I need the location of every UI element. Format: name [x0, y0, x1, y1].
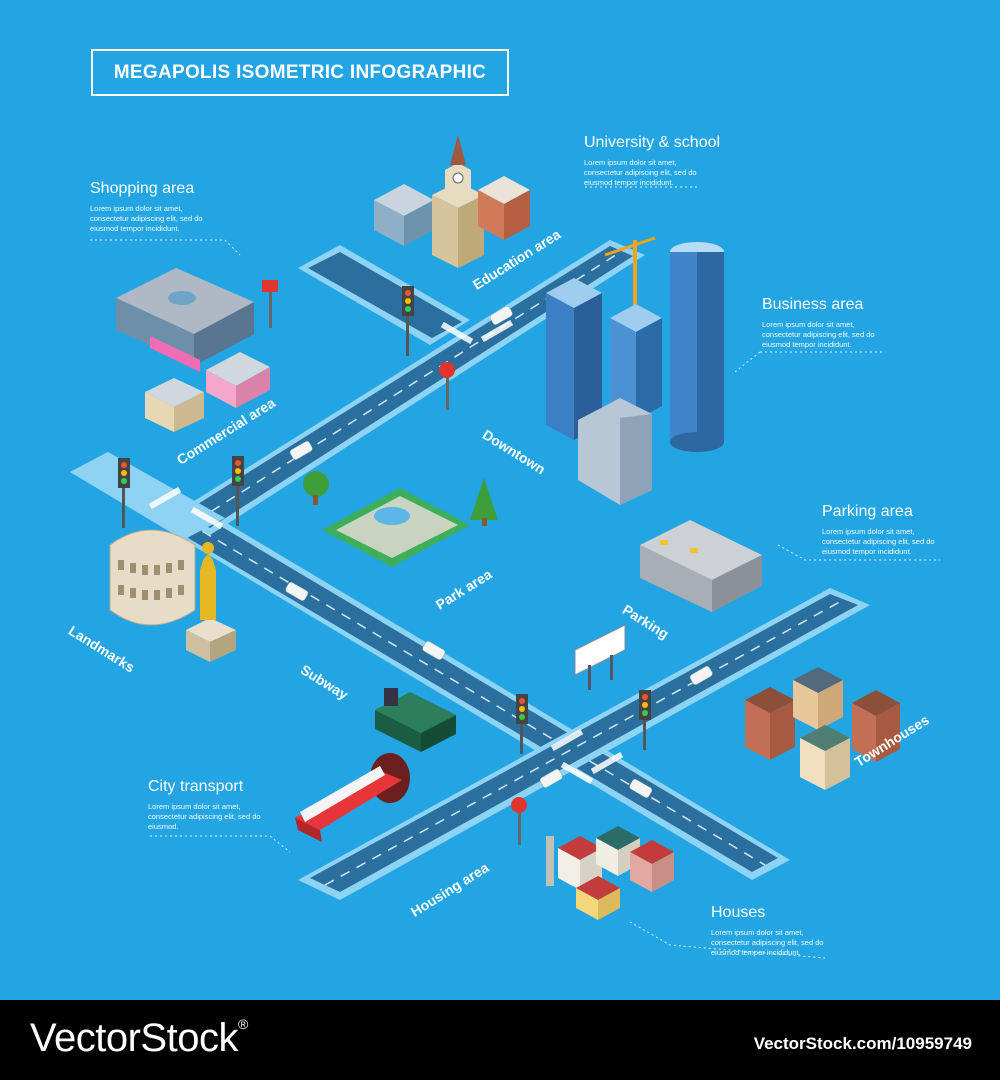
houses [546, 826, 674, 920]
footer-bar: VectorStock® VectorStock.com/10959749 [0, 1000, 1000, 1080]
callout-university: University & school Lorem ipsum dolor si… [584, 134, 720, 188]
brand-registered-mark: ® [237, 1016, 248, 1032]
callout-shopping-title: Shopping area [90, 180, 195, 197]
callout-parking-text: Lorem ipsum dolor sit amet, consectetur … [822, 527, 935, 556]
callout-parking: Parking area Lorem ipsum dolor sit amet,… [822, 503, 947, 557]
road-main-diagonal [70, 452, 790, 880]
crosswalks [148, 319, 624, 785]
callout-houses-title: Houses [711, 904, 766, 921]
callout-transport-title: City transport [148, 778, 244, 795]
townhouses [745, 667, 900, 790]
callout-business-text: Lorem ipsum dolor sit amet, consectetur … [762, 320, 875, 349]
road-education [298, 245, 470, 345]
callout-transport-text: Lorem ipsum dolor sit amet, consectetur … [148, 802, 261, 831]
parking-garage [640, 520, 762, 612]
callout-business: Business area Lorem ipsum dolor sit amet… [762, 296, 887, 350]
brand-name: VectorStock [30, 1016, 238, 1060]
traffic-lights [118, 286, 651, 754]
road-network [70, 240, 870, 900]
brand-logo: VectorStock® [30, 1016, 248, 1061]
callout-business-title: Business area [762, 296, 864, 313]
education-buildings [374, 135, 530, 268]
callout-leaders [90, 186, 940, 959]
callout-shopping-text: Lorem ipsum dolor sit amet, consectetur … [90, 204, 203, 233]
subway-entrance [375, 688, 456, 752]
callout-houses-text: Lorem ipsum dolor sit amet, consectetur … [711, 928, 824, 957]
billboard [574, 624, 626, 690]
train [295, 753, 410, 842]
callout-transport: City transport Lorem ipsum dolor sit ame… [148, 778, 273, 832]
road-cross-lower [298, 588, 870, 900]
callout-parking-title: Parking area [822, 503, 913, 520]
stop-signs [262, 280, 527, 845]
callout-university-title: University & school [584, 134, 721, 151]
callout-university-text: Lorem ipsum dolor sit amet, consectetur … [584, 158, 697, 187]
landmarks [109, 529, 236, 662]
callout-shopping: Shopping area Lorem ipsum dolor sit amet… [90, 180, 215, 234]
park [303, 471, 498, 567]
infographic-poster: MEGAPOLIS ISOMETRIC INFOGRAPHIC Shopping… [65, 49, 947, 959]
cars [285, 306, 713, 798]
callout-houses: Houses Lorem ipsum dolor sit amet, conse… [711, 904, 836, 958]
stock-url: VectorStock.com/10959749 [753, 1034, 972, 1053]
road-left [70, 452, 225, 538]
shopping-buildings [116, 268, 270, 432]
city-map [70, 135, 940, 959]
page-title: MEGAPOLIS ISOMETRIC INFOGRAPHIC [91, 49, 509, 96]
downtown-skyscrapers [546, 236, 724, 505]
